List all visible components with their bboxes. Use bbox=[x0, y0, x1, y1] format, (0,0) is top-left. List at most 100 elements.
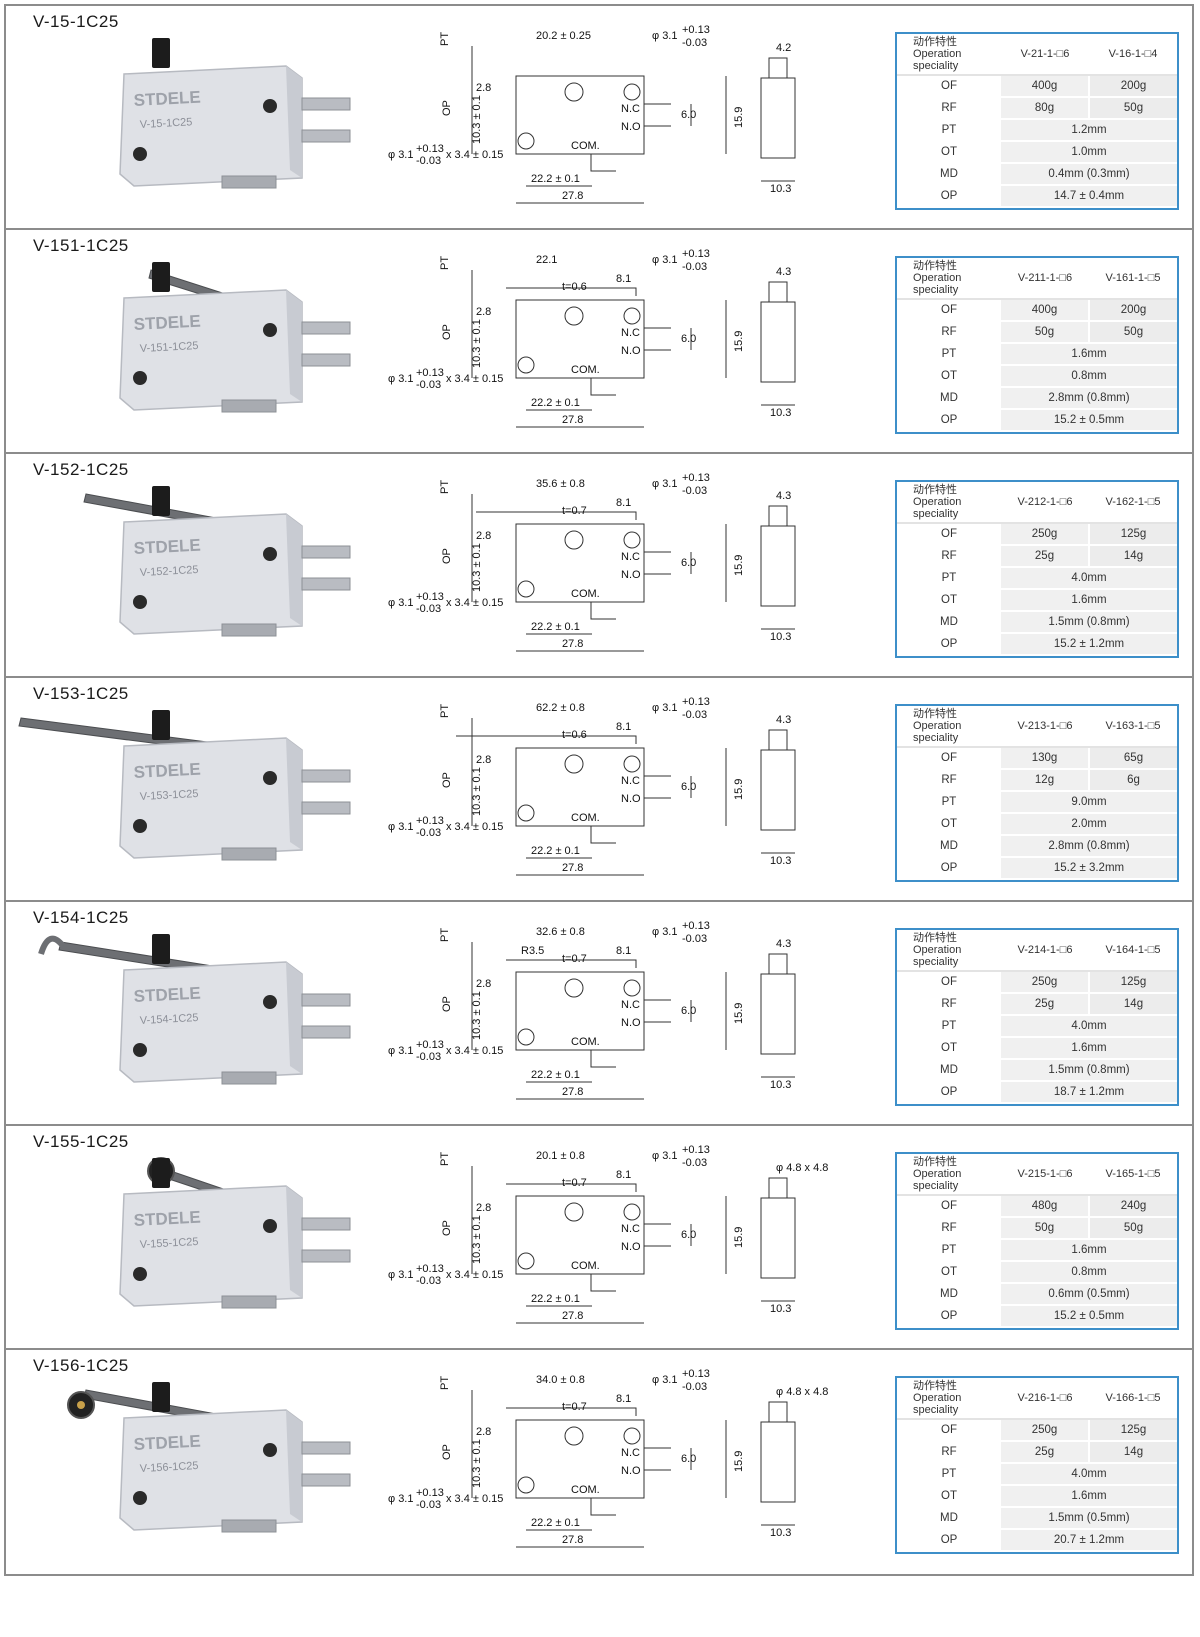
dim-lever-length: 22.1 bbox=[536, 254, 557, 266]
brand-logo: STDELE bbox=[133, 760, 201, 782]
brand-logo: STDELE bbox=[133, 88, 201, 110]
spec-value-shared: 2.8mm (0.8mm) bbox=[1001, 387, 1177, 410]
spec-value-a: 25g bbox=[1001, 545, 1089, 568]
label-nc: N.C bbox=[621, 327, 640, 339]
drawing-lever bbox=[456, 735, 637, 744]
dim-81: 8.1 bbox=[616, 721, 631, 733]
drawing-hole bbox=[623, 83, 641, 101]
dim-slot-diameter: φ 3.1 bbox=[388, 1493, 413, 1505]
spec-value-shared: 1.0mm bbox=[1001, 141, 1177, 164]
spec-value-shared: 15.2 ± 1.2mm bbox=[1001, 633, 1177, 656]
drawing-hole bbox=[564, 530, 584, 550]
label-no: N.O bbox=[621, 1017, 641, 1029]
dim-81: 8.1 bbox=[616, 497, 631, 509]
spec-row-label: RF bbox=[897, 545, 1001, 568]
spec-value-shared: 0.8mm bbox=[1001, 365, 1177, 388]
mount-hole bbox=[133, 371, 147, 385]
label-no: N.O bbox=[621, 121, 641, 133]
dim-159: 15.9 bbox=[733, 555, 745, 576]
spec-value-b: 14g bbox=[1088, 1441, 1177, 1464]
dim-pt: PT bbox=[439, 1376, 451, 1390]
model-title: V-155-1C25 bbox=[33, 1132, 129, 1151]
drawing-terminal bbox=[590, 154, 616, 172]
lever-hook bbox=[38, 935, 66, 955]
side-view-body bbox=[760, 1197, 796, 1279]
spec-value-shared: 9.0mm bbox=[1001, 791, 1177, 814]
drawing-hole bbox=[517, 804, 535, 822]
spec-row-label: RF bbox=[897, 321, 1001, 344]
dim-slot-tol-plus: +0.13 bbox=[416, 591, 444, 603]
housing-side bbox=[286, 962, 302, 1074]
body-model-label: V-151-1C25 bbox=[140, 340, 199, 355]
label-com: COM. bbox=[571, 588, 600, 600]
switch-body-group bbox=[119, 262, 351, 413]
spec-value-b: 14g bbox=[1088, 545, 1177, 568]
switch-body-group bbox=[119, 1157, 351, 1309]
drawing-lever bbox=[506, 1407, 637, 1416]
dim-159: 15.9 bbox=[733, 1003, 745, 1024]
dim-222: 22.2 ± 0.1 bbox=[531, 621, 580, 633]
dim-lever-length: 20.2 ± 0.25 bbox=[536, 30, 591, 42]
spec-value-a: 25g bbox=[1001, 1441, 1089, 1464]
housing-side bbox=[286, 1410, 302, 1522]
spec-row-label: MD bbox=[897, 835, 1001, 858]
spec-row-label: OP bbox=[897, 857, 1001, 880]
spec-value-shared: 2.8mm (0.8mm) bbox=[1001, 835, 1177, 858]
spec-header-en2: speciality bbox=[913, 1180, 959, 1192]
spec-header-en2: speciality bbox=[913, 1404, 959, 1416]
dim-159: 15.9 bbox=[733, 107, 745, 128]
drawing-terminal bbox=[590, 1498, 616, 1516]
model-title: V-15-1C25 bbox=[33, 12, 119, 31]
dim-81: 8.1 bbox=[616, 273, 631, 285]
terminal-nc bbox=[301, 545, 351, 559]
spec-header-cn: 动作特性 bbox=[913, 484, 957, 496]
dim-slot-tol-plus: +0.13 bbox=[416, 1263, 444, 1275]
drawing-lever bbox=[506, 959, 637, 968]
dim-28: 2.8 bbox=[476, 978, 491, 990]
dim-tol-plus: +0.13 bbox=[682, 1368, 710, 1380]
dim-thickness: t=0.6 bbox=[562, 281, 587, 293]
spec-row-label: OP bbox=[897, 1305, 1001, 1328]
dim-slot: x 3.4 ± 0.15 bbox=[446, 1493, 503, 1505]
dim-60: 6.0 bbox=[681, 109, 696, 121]
dim-278: 27.8 bbox=[562, 414, 583, 426]
drawing-body-outline bbox=[515, 747, 645, 827]
dim-op: OP bbox=[441, 1220, 453, 1236]
spec-value-shared: 1.6mm bbox=[1001, 1037, 1177, 1060]
spec-value-b: 6g bbox=[1088, 769, 1177, 792]
drawing-body-outline bbox=[515, 971, 645, 1051]
spec-column-header: V-21-1-□6 bbox=[1001, 34, 1089, 76]
dim-slot-tol-plus: +0.13 bbox=[416, 367, 444, 379]
drawing-terminal bbox=[590, 1274, 616, 1292]
spec-value-b: 200g bbox=[1088, 299, 1177, 322]
dim-222: 22.2 ± 0.1 bbox=[531, 397, 580, 409]
drawing-hole bbox=[564, 1202, 584, 1222]
spec-header-en2: speciality bbox=[913, 956, 959, 968]
mount-hole bbox=[263, 99, 277, 113]
side-view-body bbox=[760, 301, 796, 383]
model-title: V-151-1C25 bbox=[33, 236, 129, 255]
spec-row-label: MD bbox=[897, 1507, 1001, 1530]
dim-103: 10.3 bbox=[770, 631, 791, 643]
label-no: N.O bbox=[621, 1241, 641, 1253]
dim-103: 10.3 bbox=[770, 1303, 791, 1315]
dim-tol-minus: -0.03 bbox=[682, 261, 707, 273]
spec-column-header: V-163-1-□5 bbox=[1089, 706, 1177, 748]
drawing-hole bbox=[623, 979, 641, 997]
dim-op: OP bbox=[441, 996, 453, 1012]
